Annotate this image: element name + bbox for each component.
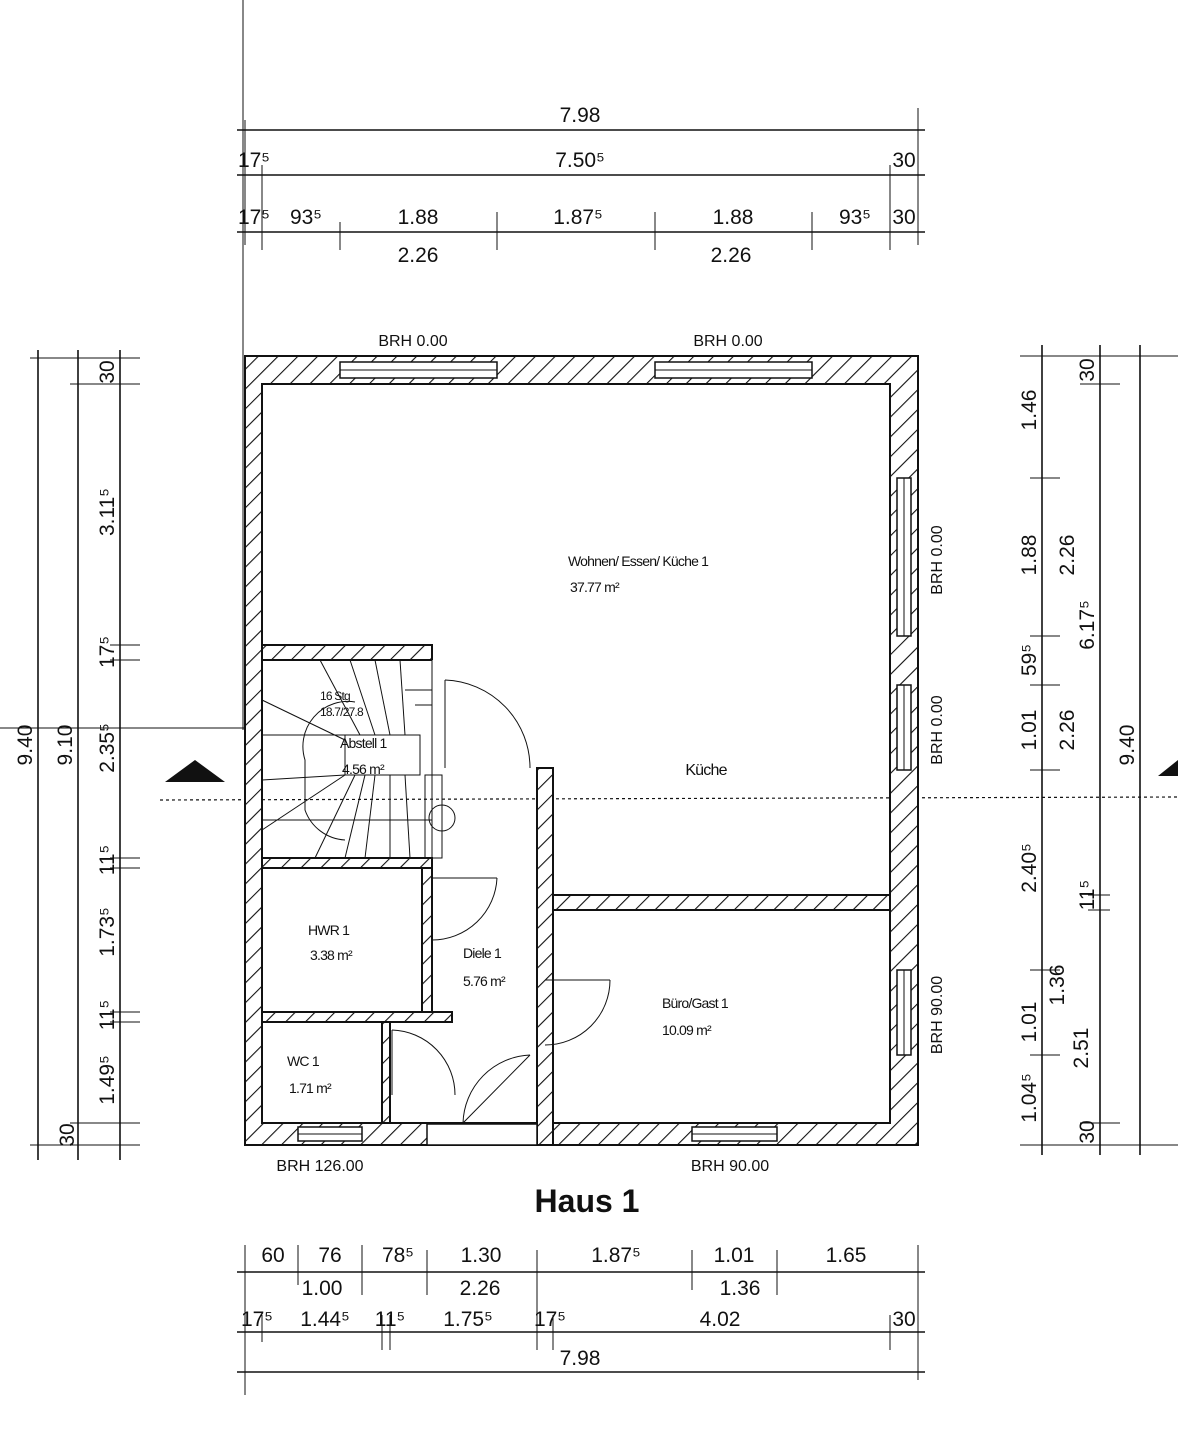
dim-text: 9.40	[1116, 725, 1139, 766]
dim-text: 2.26	[711, 244, 752, 267]
dim-text: 11⁵	[1076, 880, 1099, 911]
dim-text: 1.73⁵	[96, 907, 119, 957]
dim-text: 17⁵	[534, 1308, 566, 1331]
dim-text: 3.11⁵	[96, 488, 119, 536]
dim-text: 2.35⁵	[96, 723, 119, 773]
dim-text: 1.01	[1018, 710, 1041, 751]
staircase	[261, 659, 456, 859]
dim-text: 1.44⁵	[300, 1308, 350, 1331]
dim-text: 1.00	[302, 1277, 343, 1300]
dim-text: 30	[56, 1123, 79, 1146]
dim-text: 93⁵	[290, 206, 322, 229]
room-area: 10.09 m²	[662, 1022, 712, 1038]
dim-text: 2.26	[1056, 535, 1079, 576]
dim-text: 76	[318, 1244, 341, 1267]
sill-height-label: BRH 126.00	[276, 1158, 363, 1175]
dim-text: 1.75⁵	[443, 1308, 493, 1331]
room-area: 37.77 m²	[570, 579, 620, 595]
dim-text: 30	[1076, 1120, 1099, 1143]
dim-text: 1.88	[1018, 535, 1041, 576]
dim-text: 1.04⁵	[1018, 1073, 1041, 1123]
dim-text: 30	[892, 206, 915, 229]
dim-text: 30	[892, 149, 915, 172]
top-dimensions: 7.98 17⁵ 7.50⁵ 30 17⁵ 93⁵ 1.88 1.87⁵ 1.8…	[237, 104, 925, 267]
room-name: HWR 1	[308, 922, 350, 938]
room-area: 4.56 m²	[342, 761, 385, 777]
dim-text: 2.26	[1056, 710, 1079, 751]
bottom-dimensions: 60 76 78⁵ 1.30 1.87⁵ 1.01 1.65 1.00 2.26…	[237, 1244, 925, 1395]
doors	[391, 660, 611, 1124]
dim-text: 1.87⁵	[553, 206, 603, 229]
dim-text: 1.88	[398, 206, 439, 229]
dim-text: 59⁵	[1018, 644, 1041, 676]
dim-text: 17⁵	[238, 206, 270, 229]
dim-text: 9.40	[14, 725, 37, 766]
dim-text: 11⁵	[96, 1000, 119, 1031]
dim-text: 2.51	[1070, 1028, 1093, 1069]
windows	[297, 361, 912, 1146]
dim-text: 1.65	[826, 1244, 867, 1267]
dim-text: 1.46	[1018, 390, 1041, 431]
plan-title: Haus 1	[535, 1183, 640, 1219]
room-area: 5.76 m²	[463, 973, 506, 989]
dim-text: 30	[96, 360, 119, 383]
sill-height-label: BRH 90.00	[929, 976, 946, 1054]
dim-text: 2.26	[460, 1277, 501, 1300]
dim-text: 11⁵	[96, 845, 119, 876]
dim-text: 7.98	[560, 1347, 601, 1370]
dim-text: 1.36	[1046, 965, 1069, 1006]
sill-height-label: BRH 90.00	[691, 1158, 769, 1175]
left-dimensions: 9.40 9.10 30 3.11⁵ 17⁵ 2.35⁵ 11⁵ 1.73⁵ 1…	[14, 350, 140, 1160]
dim-text: 78⁵	[382, 1244, 414, 1267]
dim-text: 30	[1076, 358, 1099, 381]
room-name: Diele 1	[463, 945, 502, 961]
dim-text: 1.49⁵	[96, 1055, 119, 1105]
dim-text: 7.98	[560, 104, 601, 127]
room-name: Wohnen/ Essen/ Küche 1	[568, 553, 709, 569]
right-dimensions: 1.46 1.88 59⁵ 1.01 2.40⁵ 1.01 1.04⁵ 2.26…	[1018, 345, 1178, 1155]
sill-height-label: BRH 0.00	[378, 333, 447, 350]
dim-text: 1.87⁵	[591, 1244, 641, 1267]
room-name: Küche	[685, 762, 727, 779]
walls	[244, 355, 919, 1146]
dim-text: 2.26	[398, 244, 439, 267]
dim-text: 1.01	[714, 1244, 755, 1267]
room-name: Büro/Gast 1	[662, 995, 729, 1011]
section-marker-right	[1158, 760, 1178, 776]
section-marker-left	[165, 760, 225, 782]
dim-text: 2.40⁵	[1018, 843, 1041, 893]
dim-text: 60	[261, 1244, 284, 1267]
stair-steps: 16 Stg	[320, 689, 350, 703]
dim-text: 7.50⁵	[555, 149, 605, 172]
room-area: 3.38 m²	[310, 947, 353, 963]
dim-text: 93⁵	[839, 206, 871, 229]
dim-text: 17⁵	[96, 636, 119, 668]
dim-text: 11⁵	[375, 1308, 406, 1331]
room-name: WC 1	[287, 1053, 320, 1069]
dim-text: 30	[892, 1308, 915, 1331]
dim-text: 4.02	[700, 1308, 741, 1331]
stair-ratio: 18.7/27.8	[320, 705, 364, 719]
sill-height-label: BRH 0.00	[929, 695, 946, 764]
dim-text: 1.88	[713, 206, 754, 229]
dim-text: 1.01	[1018, 1002, 1041, 1043]
section-line	[159, 796, 1178, 801]
dim-text: 6.17⁵	[1076, 600, 1099, 650]
dim-text: 1.36	[720, 1277, 761, 1300]
dim-text: 17⁵	[241, 1308, 273, 1331]
dim-text: 17⁵	[238, 149, 270, 172]
room-area: 1.71 m²	[289, 1080, 332, 1096]
room-name: Abstell 1	[340, 735, 388, 751]
dim-text: 9.10	[54, 725, 77, 766]
dim-text: 1.30	[461, 1244, 502, 1267]
sill-height-label: BRH 0.00	[929, 525, 946, 594]
sill-height-label: BRH 0.00	[693, 333, 762, 350]
